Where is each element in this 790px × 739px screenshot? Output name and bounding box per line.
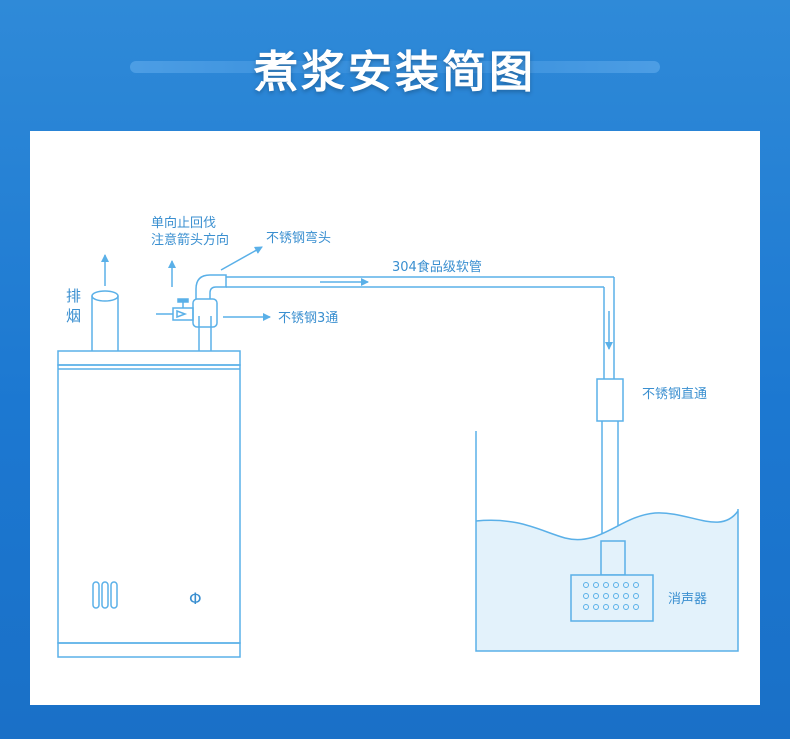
chimney-top [91,290,119,302]
installation-diagram: 排 烟 单向止回伐 注意箭头方向 不锈钢弯头 不锈钢3通 304食品级软管 不锈… [57,215,739,658]
check-valve-cap [177,298,189,303]
boiler-base [57,642,241,658]
hose-label: 304食品级软管 [392,259,482,275]
page-title: 煮浆安装简图 [254,47,536,98]
elbow-fitting [195,274,227,299]
muffler-label: 消声器 [668,592,707,607]
straight-label: 不锈钢直通 [642,387,707,402]
water-surface [475,510,739,541]
tee-fitting [192,298,218,328]
tee-label: 不锈钢3通 [278,311,338,326]
muffler-holes [583,582,639,610]
check-valve-note: 注意箭头方向 [151,232,229,248]
title-underline-bar [130,61,660,73]
knob-icon: Φ [189,589,202,608]
straight-coupling [596,378,624,422]
tank [475,431,739,652]
boiler-body [57,364,241,644]
elbow-label: 不锈钢弯头 [266,230,331,246]
muffler-neck [600,540,626,576]
burner-slot [110,581,118,609]
diagram-panel: 排 烟 单向止回伐 注意箭头方向 不锈钢弯头 不锈钢3通 304食品级软管 不锈… [30,131,760,705]
elbow-callout-arrow [220,246,263,271]
burner-slot [92,581,100,609]
check-valve-label: 单向止回伐 [151,215,216,231]
exhaust-label-1: 排 [66,287,81,305]
burner-slot [101,581,109,609]
check-valve-arrow-icon [176,309,188,319]
boiler-top [57,350,241,366]
muffler-body [570,574,654,622]
exhaust-label-2: 烟 [66,307,81,325]
